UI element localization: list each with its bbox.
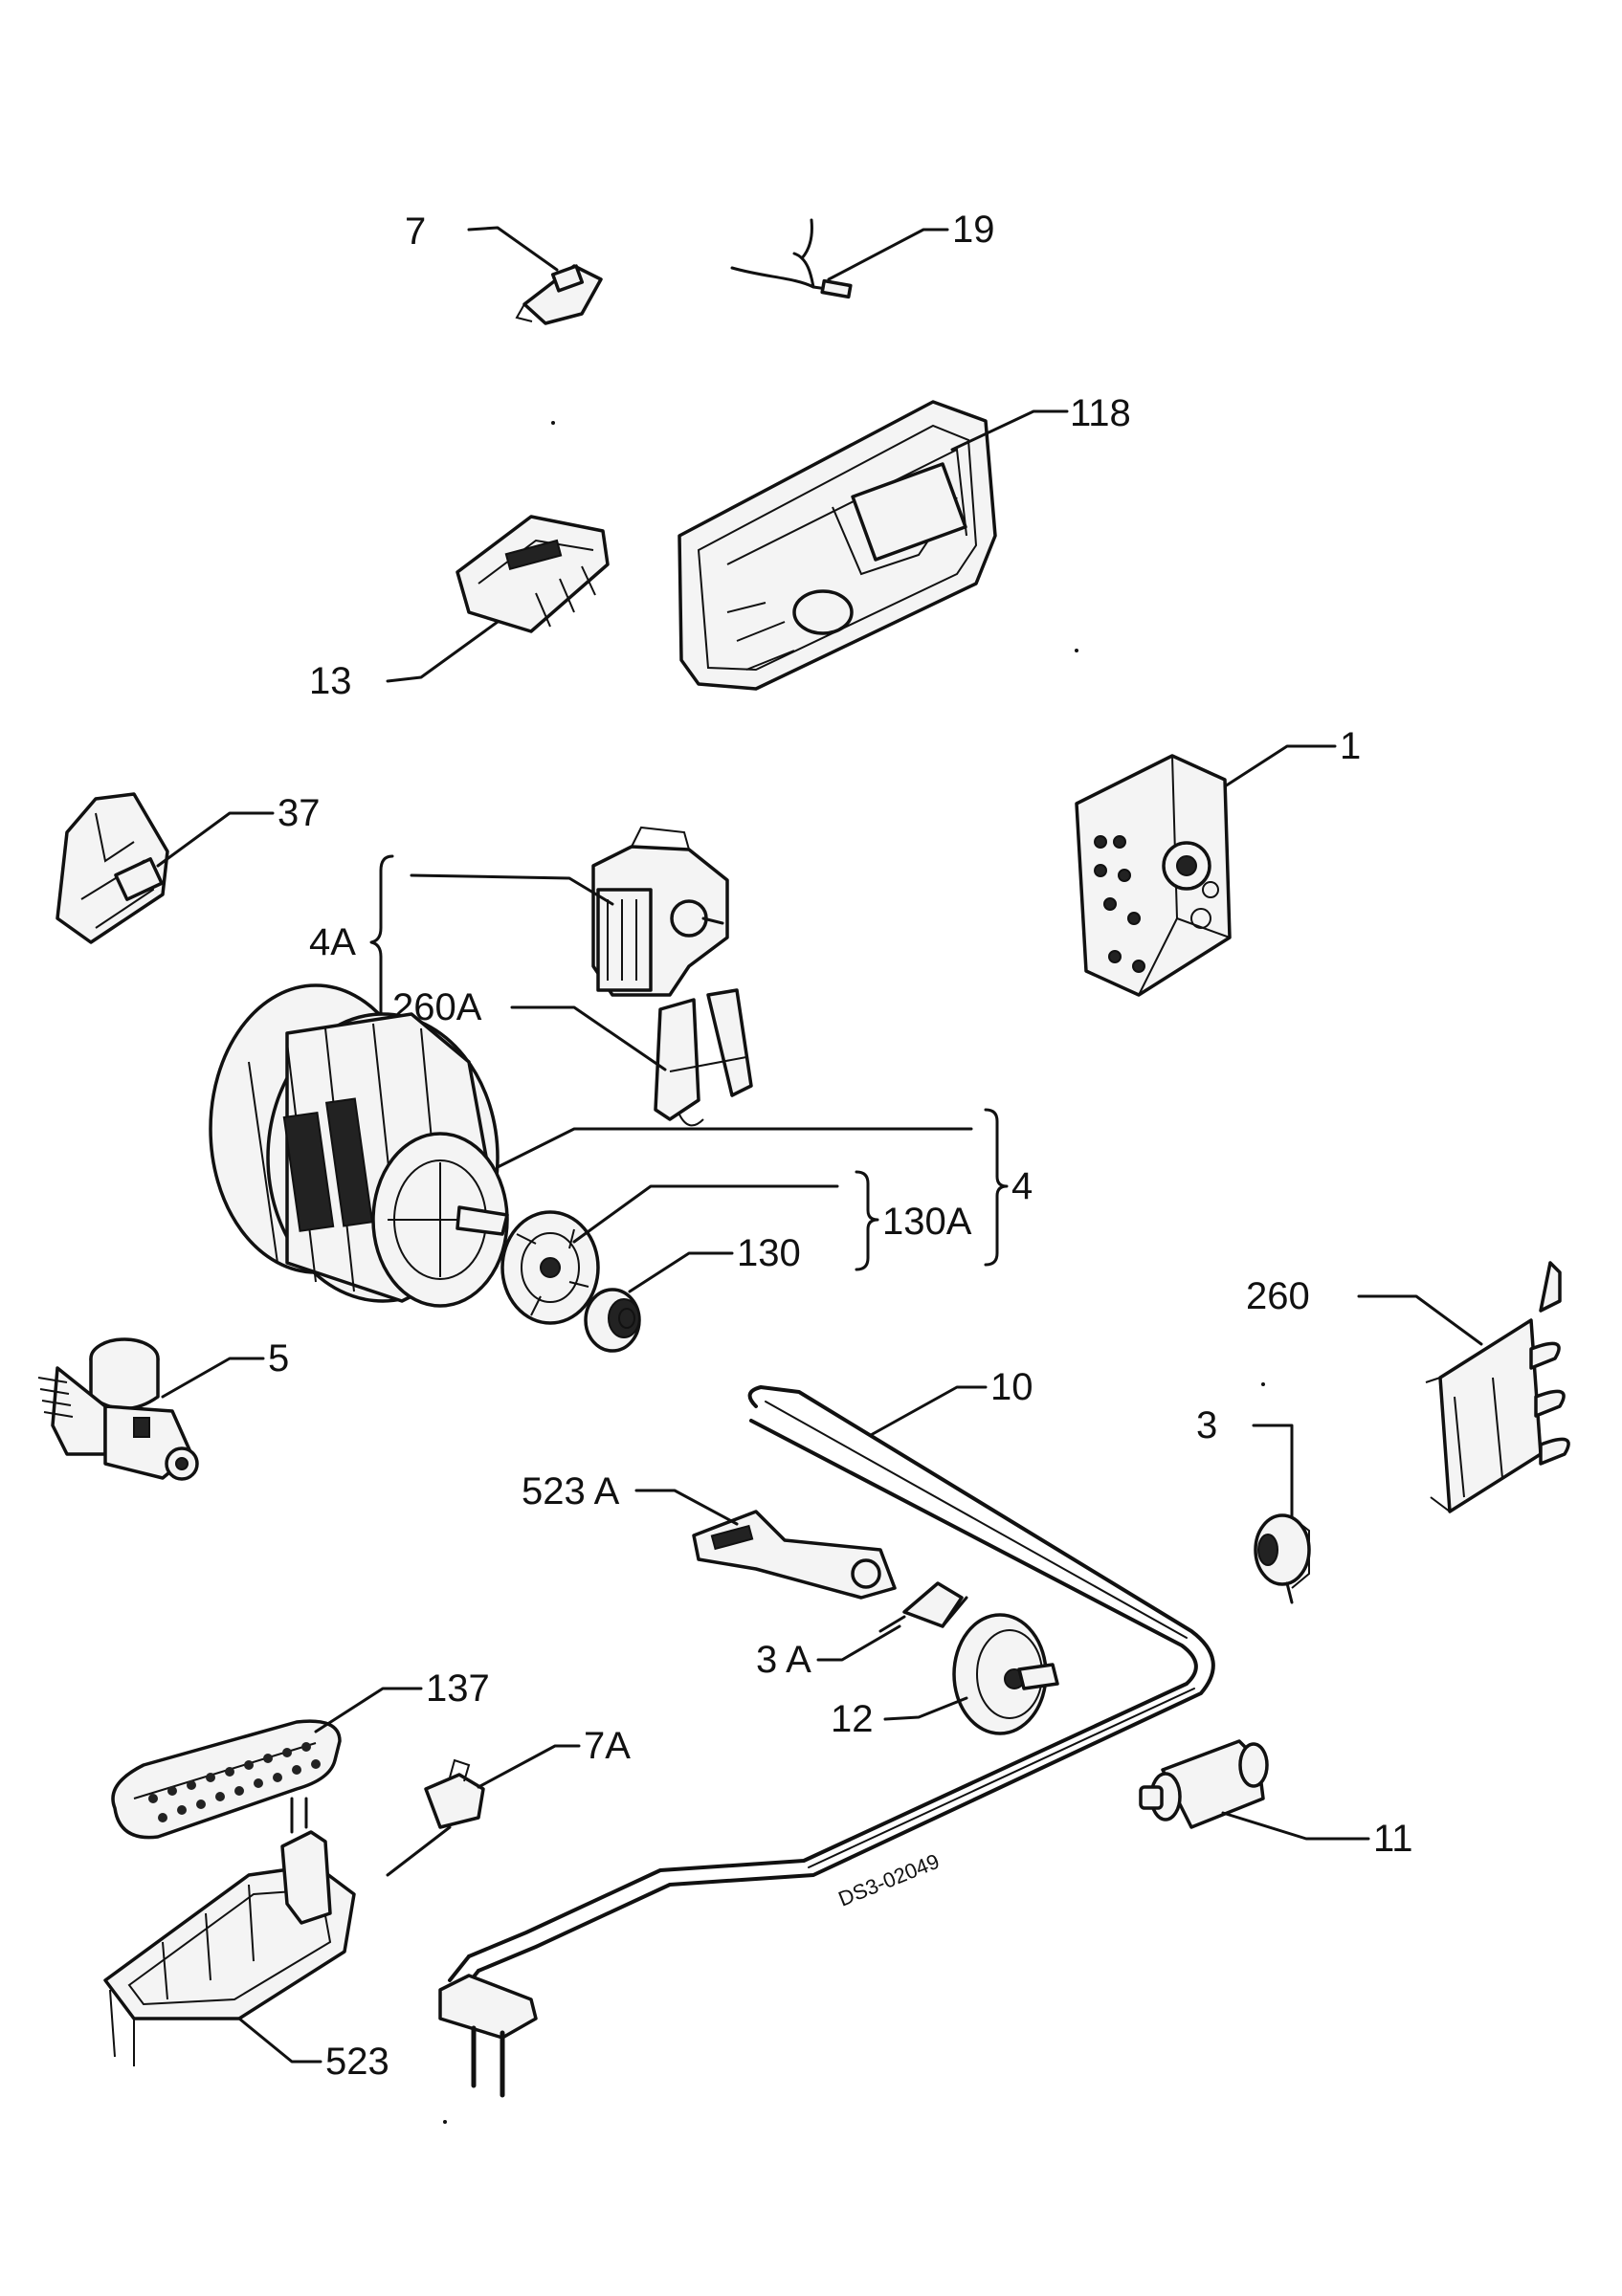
part-137-filter[interactable] bbox=[111, 1719, 342, 1840]
leader-130a bbox=[572, 1184, 839, 1244]
part-260-heater-bracket[interactable] bbox=[1425, 1261, 1570, 1513]
leader-7a bbox=[477, 1744, 581, 1789]
label-12: 12 bbox=[831, 1698, 874, 1740]
part-10-heating-element[interactable] bbox=[438, 1385, 1215, 2098]
label-523: 523 bbox=[325, 2041, 389, 2083]
leader-11 bbox=[1221, 1811, 1370, 1841]
leader-118 bbox=[950, 409, 1069, 452]
label-130a: 130A bbox=[882, 1201, 972, 1243]
part-1-timer[interactable] bbox=[1075, 754, 1232, 997]
leader-19 bbox=[827, 228, 949, 281]
label-4: 4 bbox=[1011, 1165, 1033, 1207]
scan-dot bbox=[443, 2120, 447, 2124]
label-19: 19 bbox=[952, 209, 995, 251]
part-4-wash-motor[interactable] bbox=[209, 983, 509, 1308]
scan-dot bbox=[1261, 1382, 1265, 1386]
label-260: 260 bbox=[1246, 1275, 1310, 1317]
bracket-4a bbox=[369, 854, 394, 1030]
part-19-wire-clip[interactable] bbox=[730, 218, 853, 299]
label-7a: 7A bbox=[584, 1725, 631, 1767]
leader-5 bbox=[161, 1357, 265, 1399]
leader-260a bbox=[510, 1005, 667, 1071]
leader-1 bbox=[1223, 744, 1337, 788]
label-11: 11 bbox=[1373, 1818, 1413, 1860]
label-137: 137 bbox=[426, 1667, 490, 1710]
leader-12 bbox=[883, 1696, 968, 1721]
leader-130 bbox=[628, 1251, 734, 1293]
part-260a-pump-bracket[interactable] bbox=[654, 988, 753, 1127]
leader-37 bbox=[156, 811, 275, 868]
part-3a-thermal-fuse[interactable] bbox=[878, 1581, 968, 1633]
bracket-130a bbox=[855, 1170, 879, 1271]
leader-3a bbox=[816, 1624, 901, 1662]
leader-13 bbox=[386, 620, 500, 683]
scan-dot bbox=[1075, 649, 1078, 652]
part-130-seal[interactable] bbox=[584, 1288, 641, 1353]
part-7a-micro-switch[interactable] bbox=[386, 1758, 485, 1877]
scan-dot bbox=[551, 421, 555, 425]
label-1: 1 bbox=[1340, 725, 1361, 767]
label-118: 118 bbox=[1070, 392, 1131, 434]
leader-4 bbox=[496, 1127, 973, 1169]
leader-4a bbox=[410, 873, 614, 906]
part-5-inlet-valve[interactable] bbox=[37, 1337, 199, 1481]
leader-523a bbox=[634, 1489, 739, 1526]
bracket-4 bbox=[984, 1108, 1009, 1267]
label-3: 3 bbox=[1196, 1404, 1217, 1446]
part-523-sump-base[interactable] bbox=[103, 1797, 356, 2066]
part-11-capacitor[interactable] bbox=[1139, 1739, 1269, 1829]
part-3-thermostat[interactable] bbox=[1254, 1513, 1311, 1604]
part-130a-impeller[interactable] bbox=[500, 1210, 600, 1325]
label-37: 37 bbox=[278, 792, 321, 834]
leader-10 bbox=[869, 1385, 988, 1437]
leader-260 bbox=[1357, 1294, 1483, 1346]
leader-523 bbox=[237, 2017, 322, 2064]
part-37-bracket[interactable] bbox=[56, 792, 169, 944]
part-118-dispenser[interactable] bbox=[678, 400, 997, 691]
label-523a: 523 A bbox=[522, 1470, 620, 1512]
label-7: 7 bbox=[405, 210, 426, 253]
part-13-switch-block[interactable] bbox=[455, 515, 610, 633]
part-7-switch[interactable] bbox=[515, 264, 603, 325]
leader-7 bbox=[467, 226, 559, 272]
label-130: 130 bbox=[737, 1232, 801, 1274]
leader-3 bbox=[1252, 1424, 1294, 1518]
label-10: 10 bbox=[990, 1366, 1033, 1408]
label-5: 5 bbox=[268, 1337, 289, 1380]
part-4a-drain-pump[interactable] bbox=[591, 826, 729, 997]
label-4a: 4A bbox=[309, 921, 356, 963]
part-523a-level-bracket[interactable] bbox=[692, 1510, 897, 1600]
leader-137 bbox=[314, 1687, 423, 1733]
part-12-pressure-switch[interactable] bbox=[952, 1613, 1059, 1735]
label-13: 13 bbox=[309, 660, 352, 702]
label-3a: 3 A bbox=[756, 1639, 811, 1681]
